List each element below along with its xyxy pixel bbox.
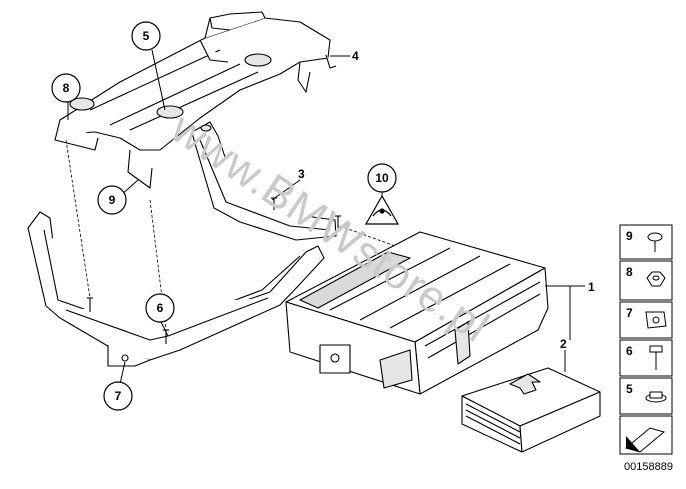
label-4: 4 bbox=[352, 49, 359, 63]
svg-text:6: 6 bbox=[626, 344, 633, 358]
svg-text:7: 7 bbox=[626, 306, 633, 320]
support-arm bbox=[191, 121, 341, 241]
callout-10: 10 bbox=[367, 163, 397, 193]
cd-changer bbox=[285, 231, 549, 395]
callout-5: 5 bbox=[131, 21, 161, 51]
svg-text:7: 7 bbox=[115, 389, 122, 403]
callout-6: 6 bbox=[145, 293, 175, 323]
svg-text:10: 10 bbox=[375, 171, 389, 185]
lower-frame bbox=[27, 211, 325, 367]
cd-magazine bbox=[461, 367, 601, 453]
label-2: 2 bbox=[560, 337, 567, 351]
assembly-arrow-icon bbox=[624, 427, 666, 453]
side-legend: 9 8 7 6 5 bbox=[619, 224, 673, 455]
clip-nut-icon bbox=[645, 311, 667, 329]
warning-label bbox=[364, 194, 400, 225]
bolt-icon bbox=[649, 345, 663, 370]
flange-nut-icon bbox=[645, 391, 667, 403]
svg-text:5: 5 bbox=[143, 29, 150, 43]
nut-icon bbox=[646, 271, 666, 287]
leader-line-3 bbox=[271, 179, 301, 201]
callout-8: 8 bbox=[51, 73, 81, 103]
svg-text:8: 8 bbox=[626, 265, 633, 279]
svg-text:9: 9 bbox=[626, 229, 633, 243]
svg-text:5: 5 bbox=[626, 382, 633, 396]
document-id: 00158889 bbox=[624, 461, 673, 473]
callout-7: 7 bbox=[103, 381, 133, 411]
label-3: 3 bbox=[298, 167, 305, 181]
svg-text:9: 9 bbox=[109, 193, 116, 207]
screw-icon bbox=[647, 232, 663, 252]
callout-9: 9 bbox=[97, 185, 127, 215]
upper-bracket bbox=[54, 11, 337, 189]
alignment-lines bbox=[65, 139, 396, 331]
svg-text:8: 8 bbox=[63, 81, 70, 95]
svg-text:6: 6 bbox=[157, 301, 164, 315]
label-1: 1 bbox=[588, 280, 595, 294]
